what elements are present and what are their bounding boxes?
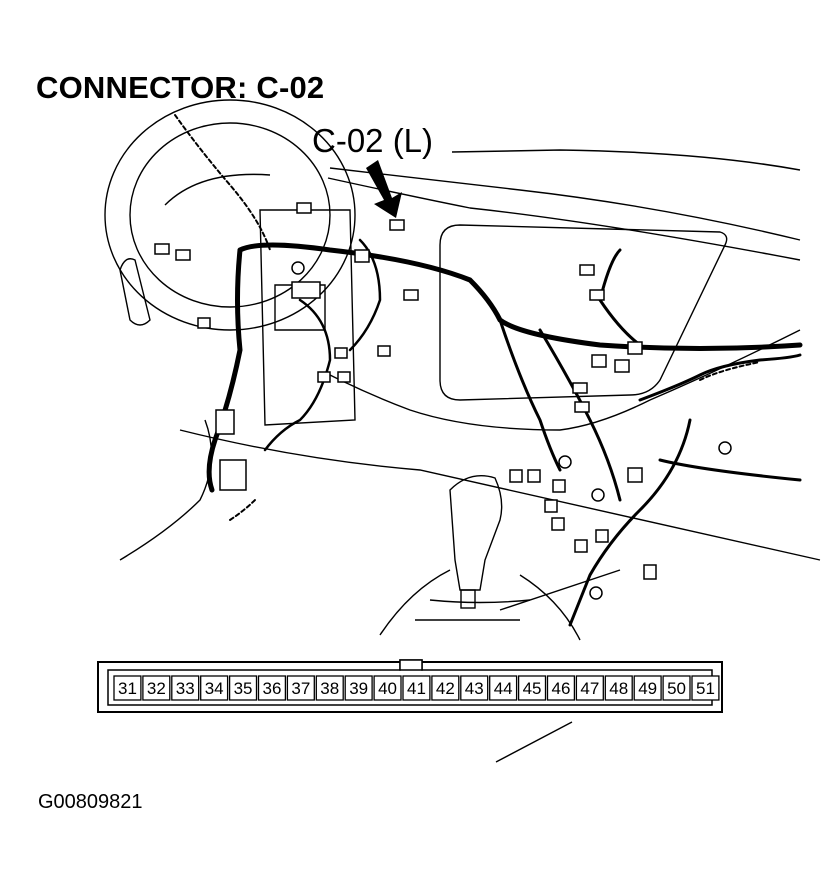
callout-arrow-icon — [366, 160, 402, 218]
connector-callout-label: C-02 (L) — [312, 122, 434, 159]
connector-leader-line — [495, 721, 573, 763]
connector-pin-number: 43 — [465, 679, 484, 698]
steering-wheel — [104, 99, 356, 331]
connector-pin-cell — [113, 675, 142, 701]
connector-pin-number: 50 — [667, 679, 686, 698]
connector-pin-cell — [431, 675, 460, 701]
connector-title: CONNECTOR: C-02 — [36, 70, 325, 105]
connector-pin-number: 49 — [638, 679, 657, 698]
connector-pin-cell — [460, 675, 489, 701]
connector-pin-cell — [517, 675, 547, 701]
connector-pin-cell — [373, 675, 402, 701]
connector-pin-number: 35 — [234, 679, 253, 698]
connector-pin-number: 32 — [147, 679, 166, 698]
left-air-vent — [119, 258, 151, 326]
center-stack — [259, 209, 356, 426]
connector-pin-number: 34 — [205, 679, 224, 698]
connector-pin-number: 37 — [291, 679, 310, 698]
connector-pin-cell — [344, 675, 373, 701]
connector-pin-number: 46 — [551, 679, 570, 698]
connector-pin-cell — [171, 675, 200, 701]
connector-pin-number: 48 — [609, 679, 628, 698]
callout-leader-line — [451, 149, 801, 171]
connector-pin-cell — [691, 675, 720, 701]
connector-pin-number: 40 — [378, 679, 397, 698]
harness-connectors — [154, 202, 732, 600]
connector-pin-number: 45 — [523, 679, 542, 698]
wiring-harness — [174, 114, 803, 627]
connector-pin-number: 47 — [580, 679, 599, 698]
connector-pin-number: 39 — [349, 679, 368, 698]
connector-pin-cell — [633, 675, 662, 701]
gear-shifter — [449, 475, 503, 591]
connector-pin-cell — [286, 675, 315, 701]
connector-pin-number: 36 — [262, 679, 281, 698]
figure-id: G00809821 — [38, 791, 143, 813]
connector-pin-cell — [315, 675, 344, 701]
connector-locking-tab — [399, 659, 423, 671]
connector-pin-cell — [662, 675, 691, 701]
dashboard-outline — [104, 99, 821, 763]
connector-pin-cell — [402, 675, 431, 701]
connector-pin-cell — [575, 675, 604, 701]
connector-pin-cell — [546, 675, 576, 701]
connector-pin-number: 44 — [494, 679, 513, 698]
connector-face: 31 32 33 34 35 36 37 38 39 40 41 42 43 44 45 46 47 48 49 50… — [97, 659, 723, 713]
connector-pin-cell — [489, 675, 518, 701]
connector-pin-cell — [257, 675, 287, 701]
connector-pin-number: 42 — [436, 679, 455, 698]
connector-pin-cell — [604, 675, 633, 701]
connector-pin-number: 38 — [320, 679, 339, 698]
connector-pin-cell — [228, 675, 258, 701]
connector-pin-number: 41 — [407, 679, 426, 698]
connector-pin-cell — [200, 675, 229, 701]
connector-pin-cell — [142, 675, 171, 701]
connector-pin-number: 51 — [696, 679, 715, 698]
connector-pin-number: 33 — [176, 679, 195, 698]
connector-pin-number: 31 — [118, 679, 137, 698]
glovebox-panel — [439, 224, 728, 401]
